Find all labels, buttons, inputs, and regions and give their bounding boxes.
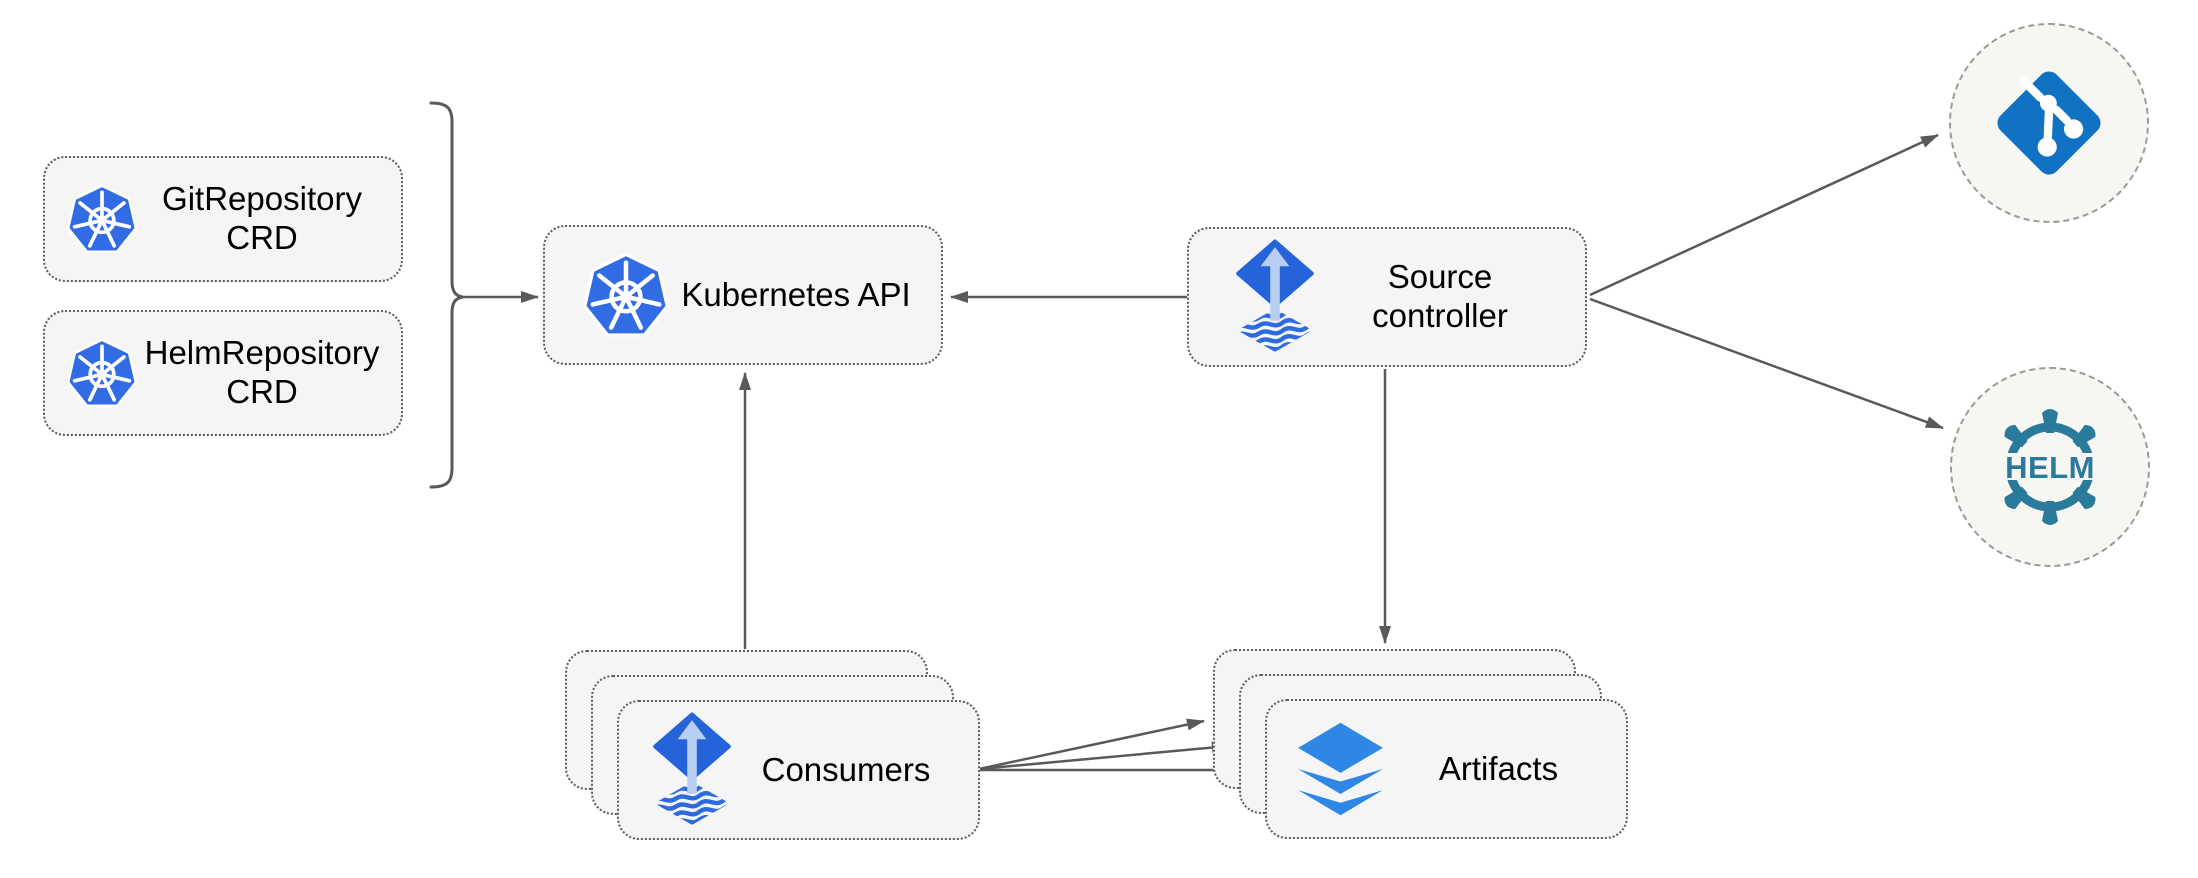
git-icon: [1989, 63, 2109, 183]
node-label: Artifacts: [1438, 749, 1559, 787]
node-label-line1: Source: [1387, 258, 1493, 296]
node-label-line1: GitRepository: [162, 180, 362, 218]
kubernetes-icon: [581, 250, 671, 340]
source-controller-icon: [652, 712, 732, 829]
layers-icon: [1292, 717, 1389, 821]
crd-group-brace: [429, 101, 464, 489]
node-label: Kubernetes API: [681, 275, 911, 313]
edge-source-controller-to-helm-remote: [1589, 297, 1944, 430]
node-label: HelmRepository CRD: [139, 334, 385, 412]
source-controller-icon: [1235, 239, 1315, 356]
node-label: Source controller: [1315, 258, 1565, 336]
kubernetes-icon: [65, 182, 139, 256]
node-helm-remote: [1950, 367, 2150, 567]
node-git-remote: [1949, 23, 2149, 223]
node-label-line2: CRD: [226, 373, 298, 410]
edge-consumers-to-artifacts-1: [978, 718, 1205, 771]
helm-icon: [1984, 401, 2116, 533]
node-artifacts: Artifacts: [1265, 699, 1628, 839]
kubernetes-icon: [65, 336, 139, 410]
node-git-repository-crd: GitRepository CRD: [43, 156, 403, 282]
node-helm-repository-crd: HelmRepository CRD: [43, 310, 403, 436]
node-label-line1: HelmRepository: [144, 334, 380, 372]
node-label-line2: CRD: [226, 219, 298, 256]
node-consumers-stack: Consumers: [565, 650, 980, 840]
node-artifacts-stack: Artifacts: [1213, 649, 1628, 840]
node-source-controller: Source controller: [1187, 227, 1587, 367]
edge-consumers-to-artifacts-2: [978, 741, 1230, 771]
node-label: GitRepository CRD: [139, 180, 385, 258]
edge-source-controller-to-git-remote: [1589, 133, 1939, 297]
node-kubernetes-api: Kubernetes API: [543, 225, 943, 365]
node-label-line2: controller: [1372, 297, 1508, 334]
node-consumers: Consumers: [617, 700, 980, 840]
node-label: Consumers: [761, 750, 931, 788]
